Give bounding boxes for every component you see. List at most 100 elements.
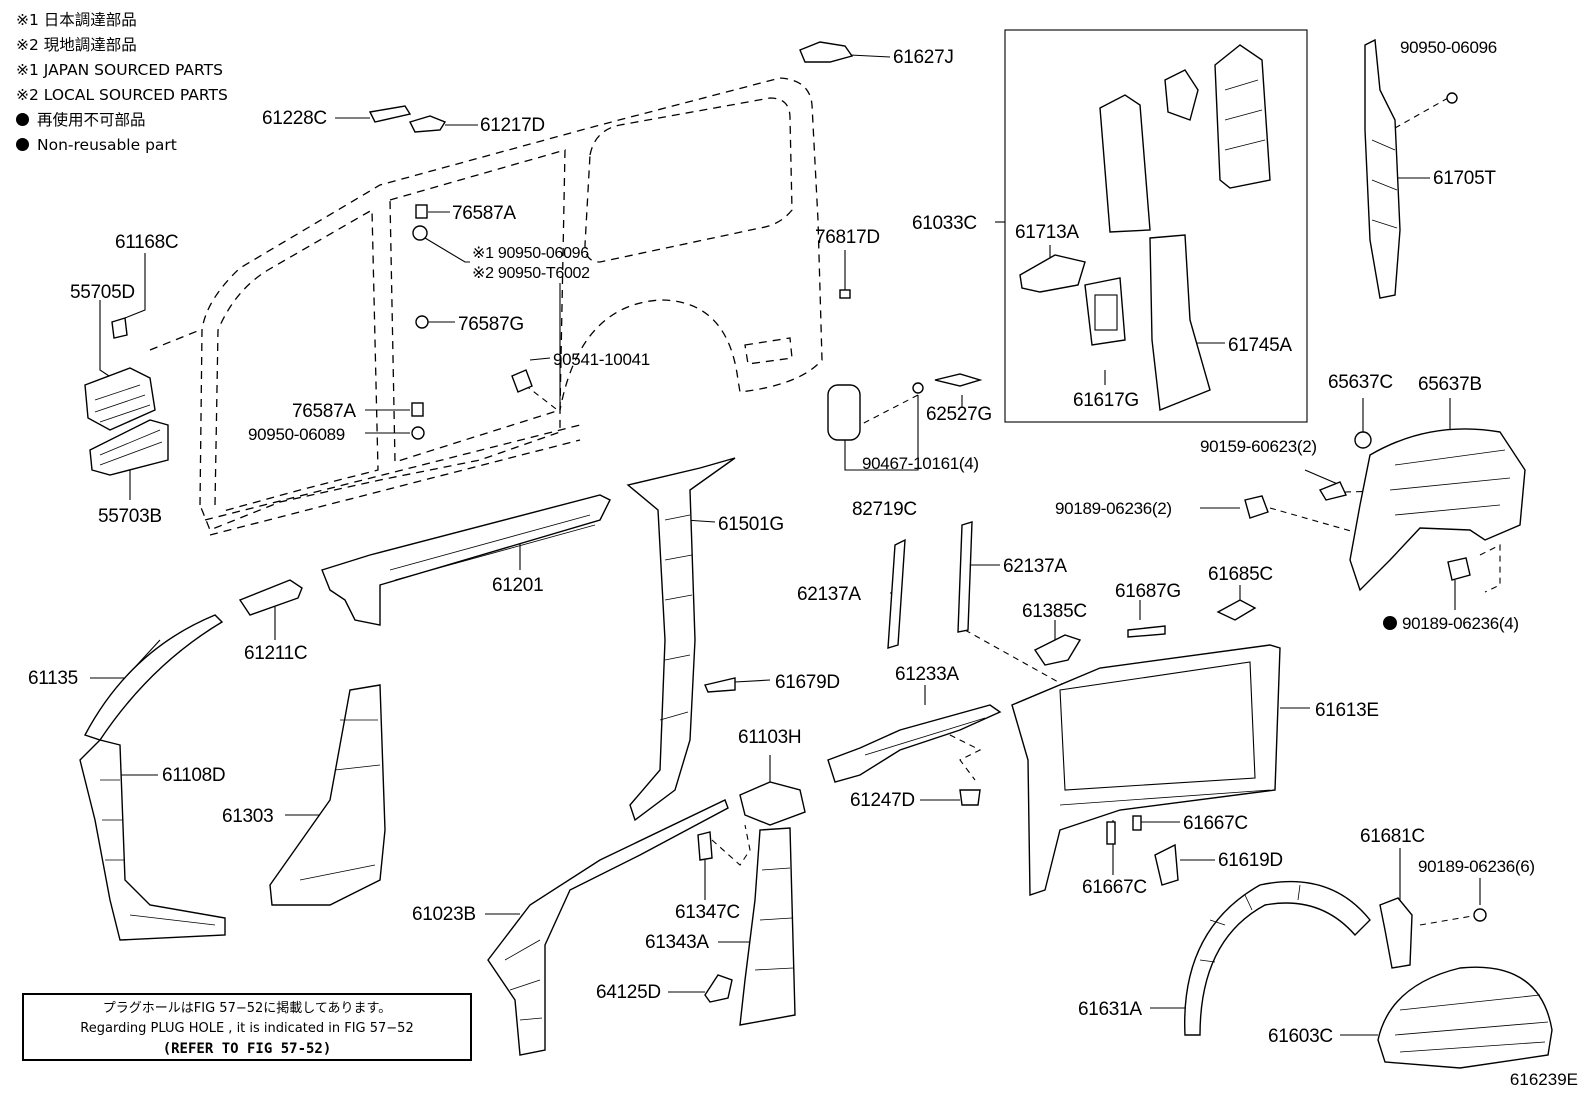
label-61385C: 61385C xyxy=(1022,601,1087,622)
label-61233A: 61233A xyxy=(895,664,959,685)
part-76587A-low-shape xyxy=(411,402,424,417)
label-76587A-top: 76587A xyxy=(452,203,516,224)
part-76587G-shape xyxy=(415,315,429,329)
part-55705D-shape xyxy=(84,367,156,431)
label-90189-06236-4: 90189-06236(4) xyxy=(1402,614,1519,633)
label-76587G: 76587G xyxy=(458,314,524,335)
legend-en-non-reusable: Non-reusable part xyxy=(16,133,228,158)
part-65637C-shape xyxy=(1354,431,1372,449)
part-61385C-shape xyxy=(1033,634,1082,666)
side-body-outline xyxy=(149,77,823,536)
label-61627J: 61627J xyxy=(893,47,954,68)
label-76817D: 76817D xyxy=(815,227,880,248)
label-61201: 61201 xyxy=(492,575,543,596)
part-61247D-shape xyxy=(959,789,981,806)
label-61631A: 61631A xyxy=(1078,999,1142,1020)
part-61343A-shape xyxy=(739,827,796,1026)
part-61103H-shape xyxy=(739,781,806,826)
part-90189-06236-6-shape xyxy=(1473,908,1487,922)
label-90950-06096-jp: ※1 90950-06096 xyxy=(472,245,589,262)
label-62527G: 62527G xyxy=(926,404,992,425)
label-64125D: 64125D xyxy=(596,982,661,1003)
part-61211C-shape xyxy=(238,579,303,616)
label-61103H: 61103H xyxy=(738,727,801,748)
part-61705T-shape xyxy=(1364,38,1401,299)
label-82719C: 82719C xyxy=(852,499,917,520)
part-61631A-shape xyxy=(1184,880,1371,1036)
non-reusable-dot-icon xyxy=(1383,616,1397,630)
note-jp: プラグホールはFIG 57−52に掲載してあります。 xyxy=(102,1001,392,1016)
label-61108D: 61108D xyxy=(162,765,225,786)
part-61619D-shape xyxy=(1154,843,1179,886)
legend-jp-local-sourced: ※2 現地調達部品 xyxy=(16,36,137,54)
label-61347C: 61347C xyxy=(675,902,740,923)
label-61343A: 61343A xyxy=(645,932,709,953)
part-61627J-shape xyxy=(799,41,854,63)
part-61233A-shape xyxy=(827,704,1002,783)
label-61705T: 61705T xyxy=(1433,168,1496,189)
part-61685C-shape xyxy=(1216,599,1257,621)
label-61713A: 61713A xyxy=(1015,222,1079,243)
part-61667C-b-shape xyxy=(1106,821,1116,845)
part-61303-shape xyxy=(269,684,386,906)
part-61135-shape xyxy=(83,614,224,741)
part-61613E-shape xyxy=(1011,644,1281,896)
legend: ※1 日本調達部品 ※2 現地調達部品 ※1 JAPAN SOURCED PAR… xyxy=(16,8,228,158)
part-90541-10041-shape xyxy=(511,369,533,393)
label-90159-60623: 90159-60623(2) xyxy=(1200,437,1317,456)
label-90950-06089: 90950-06089 xyxy=(248,425,345,444)
label-61228C: 61228C xyxy=(262,108,327,129)
figure-id: 616239E xyxy=(1509,1070,1578,1089)
parts-shapes xyxy=(79,29,1553,1069)
part-61033C-group-box xyxy=(1004,29,1308,423)
label-90189-06236-6: 90189-06236(6) xyxy=(1418,857,1535,876)
legend-en-local-sourced: ※2 LOCAL SOURCED PARTS xyxy=(16,86,228,104)
part-90950-06096-b-shape xyxy=(1446,92,1458,104)
part-90189-06236-2-shape xyxy=(1244,495,1269,519)
non-reusable-dot-icon xyxy=(16,113,29,126)
label-61667C-a: 61667C xyxy=(1183,813,1248,834)
label-76587A-low: 76587A xyxy=(292,401,356,422)
label-61613E: 61613E xyxy=(1315,700,1379,721)
label-61681C: 61681C xyxy=(1360,826,1425,847)
label-61501G: 61501G xyxy=(718,514,784,535)
part-labels: 61627J 61228C 61217D 76587A ※1 90950-060… xyxy=(28,38,1535,1047)
label-61619D: 61619D xyxy=(1218,850,1283,871)
part-62137A-left-shape xyxy=(887,538,906,649)
part-61228C-shape xyxy=(368,105,412,123)
part-65637B-shape xyxy=(1349,428,1526,592)
label-62137A-left: 62137A xyxy=(797,584,861,605)
label-55705D: 55705D xyxy=(70,282,135,303)
part-82719C-shape xyxy=(827,384,861,441)
part-61617G-shape xyxy=(1084,277,1126,346)
part-61687G-shape xyxy=(1127,625,1166,638)
part-61667C-a-shape xyxy=(1132,815,1142,831)
part-61603C-shape xyxy=(1377,966,1553,1069)
part-61745A-shape xyxy=(1149,234,1211,411)
label-90950-T6002: ※2 90950-T6002 xyxy=(472,265,590,282)
label-61679D: 61679D xyxy=(775,672,840,693)
label-62137A-right: 62137A xyxy=(1003,556,1067,577)
label-61667C-b: 61667C xyxy=(1082,877,1147,898)
part-61681C-shape xyxy=(1379,897,1413,969)
label-61168C: 61168C xyxy=(115,232,178,253)
label-61135: 61135 xyxy=(28,668,78,689)
part-76587A-top-shape xyxy=(415,204,428,219)
label-61023B: 61023B xyxy=(412,904,476,925)
part-61713A-shape xyxy=(1019,254,1086,293)
label-55703B: 55703B xyxy=(98,506,162,527)
label-61303: 61303 xyxy=(222,806,273,827)
part-61023B-shape xyxy=(487,799,729,1056)
label-61217D: 61217D xyxy=(480,115,545,136)
part-90467-10161-clip-shape xyxy=(912,382,924,394)
part-61501G-shape xyxy=(626,457,736,822)
label-90541-10041: 90541-10041 xyxy=(553,350,650,369)
label-90467-10161: 90467-10161(4) xyxy=(862,454,979,473)
label-65637C: 65637C xyxy=(1328,372,1393,393)
label-65637B: 65637B xyxy=(1418,374,1482,395)
plug-hole-note-box: プラグホールはFIG 57−52に掲載してあります。 Regarding PLU… xyxy=(22,993,472,1061)
note-en: Regarding PLUG HOLE , it is indicated in… xyxy=(80,1021,414,1036)
part-55705D-clip-shape xyxy=(111,317,128,339)
